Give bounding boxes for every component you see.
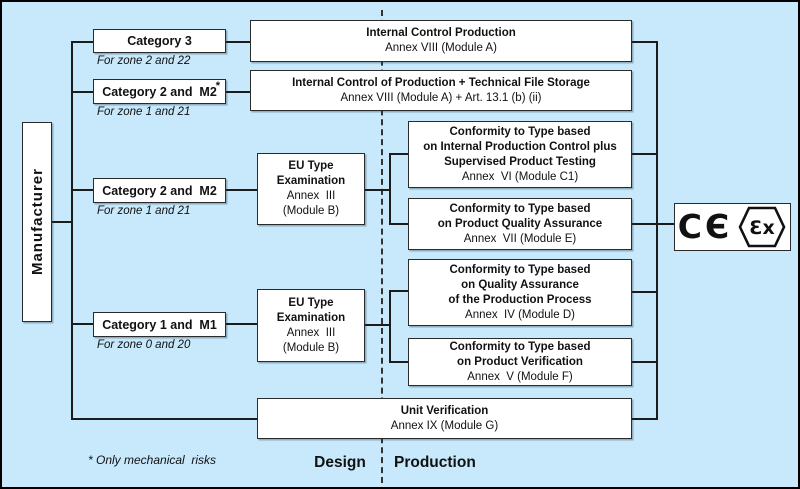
box-title: on Product Verification <box>457 355 583 368</box>
box-subtitle: Annex IV (Module D) <box>465 308 575 321</box>
conformity-module-e-box: Conformity to Type based on Product Qual… <box>408 198 632 250</box>
manufacturer-label: Manufacturer <box>28 168 46 276</box>
connector-line <box>632 291 656 293</box>
box-subtitle: Annex III <box>286 326 336 339</box>
internal-control-technical-file-box: Internal Control of Production + Technic… <box>250 70 632 111</box>
design-production-divider <box>381 10 383 483</box>
box-title: Examination <box>276 311 346 324</box>
connector-line <box>226 189 257 191</box>
box-title: on Product Quality Assurance <box>437 217 603 230</box>
ce-mark-icon: CЄ <box>677 206 733 246</box>
box-title: EU Type <box>288 160 334 172</box>
internal-control-production-box: Internal Control Production Annex VIII (… <box>250 20 632 62</box>
connector-line <box>71 91 93 93</box>
ex-mark-label: Ɛx <box>749 217 774 239</box>
ex-hexagon-icon: Ɛx <box>738 206 786 248</box>
eu-type-examination-box-2: EU Type Examination Annex III (Module B) <box>257 289 365 362</box>
mechanical-risks-footnote: * Only mechanical risks <box>88 453 217 467</box>
category-2-m2-asterisk-box: Category 2 and M2 * <box>93 79 226 104</box>
manufacturer-box: Manufacturer <box>22 122 52 322</box>
category-2-m2-label: Category 2 and M2 <box>102 84 217 99</box>
fork-line <box>389 153 391 225</box>
left-bus-line <box>71 41 73 420</box>
ce-ex-marking-box: CЄ Ɛx <box>674 203 791 251</box>
conformity-module-f-box: Conformity to Type based on Product Veri… <box>408 338 632 386</box>
connector-line <box>226 91 250 93</box>
connector-line <box>365 324 391 326</box>
box-subtitle: Annex IX (Module G) <box>390 419 499 432</box>
box-title: Supervised Product Testing <box>444 155 596 168</box>
connector-line <box>632 41 656 43</box>
zone-label: For zone 0 and 20 <box>97 339 191 351</box>
connector-line <box>389 153 408 155</box>
connector-line <box>389 361 408 363</box>
box-title: on Quality Assurance <box>461 278 579 291</box>
connector-line <box>365 189 391 191</box>
box-subtitle: Annex III <box>286 190 336 202</box>
box-title: Conformity to Type based <box>449 125 591 138</box>
zone-label: For zone 2 and 22 <box>97 55 191 67</box>
connector-line <box>71 41 93 43</box>
connector-line <box>632 153 656 155</box>
box-title: on Internal Production Control plus <box>423 140 617 153</box>
category-1-m1-label: Category 1 and M1 <box>102 317 217 332</box>
box-subtitle: Annex VIII (Module A) <box>385 42 497 54</box>
box-subtitle: Annex VIII (Module A) + Art. 13.1 (b) (i… <box>340 91 542 104</box>
category-2-m2-box: Category 2 and M2 <box>93 178 226 203</box>
conformity-module-d-box: Conformity to Type based on Quality Assu… <box>408 259 632 326</box>
box-title: Examination <box>276 175 346 187</box>
category-1-m1-box: Category 1 and M1 <box>93 312 226 337</box>
box-title: of the Production Process <box>448 293 592 306</box>
box-subtitle: (Module B) <box>282 341 340 354</box>
connector-line <box>632 418 658 420</box>
connector-line <box>71 323 93 325</box>
box-subtitle: (Module B) <box>282 205 340 217</box>
box-title: EU Type <box>288 296 334 309</box>
connector-line <box>226 323 257 325</box>
production-phase-label: Production <box>394 454 476 471</box>
unit-verification-box: Unit Verification Annex IX (Module G) <box>257 398 632 439</box>
zone-label: For zone 1 and 21 <box>97 205 191 217</box>
category-3-box: Category 3 <box>93 29 226 53</box>
category-3-label: Category 3 <box>127 34 192 48</box>
conformity-module-c1-box: Conformity to Type based on Internal Pro… <box>408 121 632 188</box>
box-title: Conformity to Type based <box>449 263 591 276</box>
connector-line <box>389 223 408 225</box>
connector-line <box>389 290 408 292</box>
eu-type-examination-box-1: EU Type Examination Annex III (Module B) <box>257 153 365 225</box>
box-subtitle: Annex VI (Module C1) <box>461 170 579 183</box>
box-title: Internal Control Production <box>366 27 516 39</box>
ce-connector-line <box>632 223 674 225</box>
connector-line <box>226 41 250 43</box>
box-subtitle: Annex VII (Module E) <box>463 232 577 245</box>
fork-line <box>389 290 391 363</box>
box-title: Internal Control of Production + Technic… <box>292 76 590 89</box>
manufacturer-connector-line <box>52 221 71 223</box>
connector-line <box>71 189 93 191</box>
design-phase-label: Design <box>314 454 366 471</box>
box-subtitle: Annex V (Module F) <box>467 370 573 383</box>
zone-label: For zone 1 and 21 <box>97 106 191 118</box>
box-title: Conformity to Type based <box>449 202 591 215</box>
connector-line <box>71 418 257 420</box>
box-title: Unit Verification <box>400 404 489 417</box>
category-2-m2-label: Category 2 and M2 <box>102 183 217 198</box>
box-title: Conformity to Type based <box>449 340 591 353</box>
asterisk-marker: * <box>215 80 220 92</box>
right-bus-line <box>656 41 658 420</box>
connector-line <box>632 361 656 363</box>
